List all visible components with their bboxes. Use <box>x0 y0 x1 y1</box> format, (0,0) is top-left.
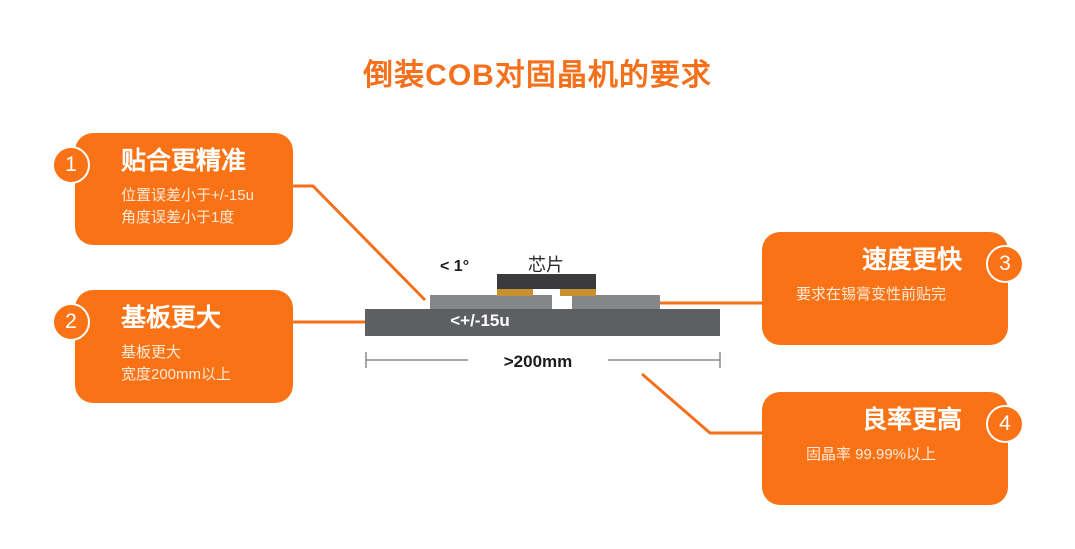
feature-card-1[interactable]: 贴合更精准 位置误差小于+/-15u 角度误差小于1度 <box>75 133 293 245</box>
feature-card-2-line-2: 宽度200mm以上 <box>121 366 232 384</box>
connector-line-4 <box>641 372 762 435</box>
feature-card-4[interactable]: 良率更高 固晶率 99.99%以上 <box>762 392 1008 505</box>
feature-card-1-details: 位置误差小于+/-15u 角度误差小于1度 <box>121 185 275 230</box>
substrate-layer <box>365 309 720 336</box>
feature-card-4-heading: 良率更高 <box>861 406 962 434</box>
chip-label: 芯片 <box>528 255 564 275</box>
feature-card-1-heading: 贴合更精准 <box>121 147 247 175</box>
feature-card-2-heading: 基板更大 <box>121 304 222 332</box>
page-title: 倒装COB对固晶机的要求 <box>363 59 712 92</box>
feature-card-1-line-1: 位置误差小于+/-15u <box>121 186 254 204</box>
feature-card-4-details: 固晶率 99.99%以上 <box>780 444 962 467</box>
feature-card-3-number-badge: 3 <box>986 245 1024 283</box>
angle-tolerance-label: < 1° <box>440 258 470 275</box>
feature-card-1-line-2: 角度误差小于1度 <box>121 209 235 227</box>
solder-pad-right <box>560 288 596 296</box>
connector-line-1 <box>293 184 427 302</box>
feature-card-4-line-1: 固晶率 99.99%以上 <box>805 445 937 463</box>
feature-card-3-line-1: 要求在锡膏变性前贴完 <box>795 285 946 303</box>
substrate-width-label: >200mm <box>468 352 608 372</box>
pcb-layer-right <box>572 295 660 309</box>
feature-card-2-number-badge: 2 <box>52 303 90 341</box>
chip-block <box>497 274 596 289</box>
feature-card-3-details: 要求在锡膏变性前贴完 <box>780 284 962 307</box>
feature-card-3[interactable]: 速度更快 要求在锡膏变性前贴完 <box>762 232 1008 345</box>
placement-tolerance-label: <+/-15u <box>450 311 510 330</box>
feature-card-1-number-badge: 1 <box>52 146 90 184</box>
feature-card-4-number-badge: 4 <box>986 405 1024 443</box>
solder-pad-left <box>497 288 533 296</box>
feature-card-2-line-1: 基板更大 <box>121 343 182 361</box>
pcb-layer-left <box>430 295 552 309</box>
feature-card-2[interactable]: 基板更大 基板更大 宽度200mm以上 <box>75 290 293 403</box>
feature-card-3-heading: 速度更快 <box>861 246 962 274</box>
feature-card-2-details: 基板更大 宽度200mm以上 <box>121 342 275 387</box>
